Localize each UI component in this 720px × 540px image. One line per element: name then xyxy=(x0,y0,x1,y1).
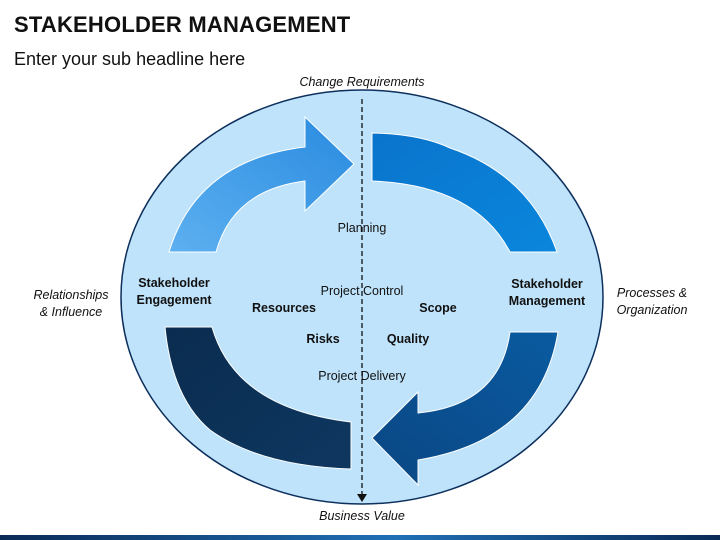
left-inner-label-line2: Engagement xyxy=(136,293,212,307)
top-label: Change Requirements xyxy=(299,75,425,89)
quality-label: Quality xyxy=(386,332,430,346)
left-outer-label: Relationships & Influence xyxy=(16,287,126,321)
scope-label: Scope xyxy=(419,301,457,315)
slide-title: STAKEHOLDER MANAGEMENT xyxy=(14,12,351,37)
planning-label: Planning xyxy=(337,221,387,235)
arrow-top-right xyxy=(371,132,558,253)
resources-label: Resources xyxy=(252,301,316,315)
footer-bar xyxy=(0,535,720,540)
left-inner-label: Stakeholder Engagement xyxy=(124,275,224,309)
risks-label: Risks xyxy=(306,332,340,346)
left-outer-label-line1: Relationships xyxy=(33,288,109,302)
right-inner-label-line2: Management xyxy=(508,294,586,308)
right-inner-label: Stakeholder Management xyxy=(497,276,597,310)
right-inner-label-line1: Stakeholder xyxy=(511,277,583,291)
arrow-bottom-right xyxy=(371,331,559,487)
arrow-bottom-left xyxy=(164,326,352,470)
left-inner-label-line1: Stakeholder xyxy=(138,276,210,290)
axis-arrowhead-icon xyxy=(357,494,367,502)
left-outer-label-line2: & Influence xyxy=(39,305,103,319)
bottom-label: Business Value xyxy=(319,509,405,523)
project-delivery-label: Project Delivery xyxy=(318,369,406,383)
right-outer-label: Processes & Organization xyxy=(600,285,704,319)
project-control-label: Project Control xyxy=(320,284,404,298)
right-outer-label-line2: Organization xyxy=(616,303,688,317)
slide-subtitle: Enter your sub headline here xyxy=(14,49,246,69)
arrow-top-left xyxy=(168,115,355,253)
right-outer-label-line1: Processes & xyxy=(616,286,688,300)
